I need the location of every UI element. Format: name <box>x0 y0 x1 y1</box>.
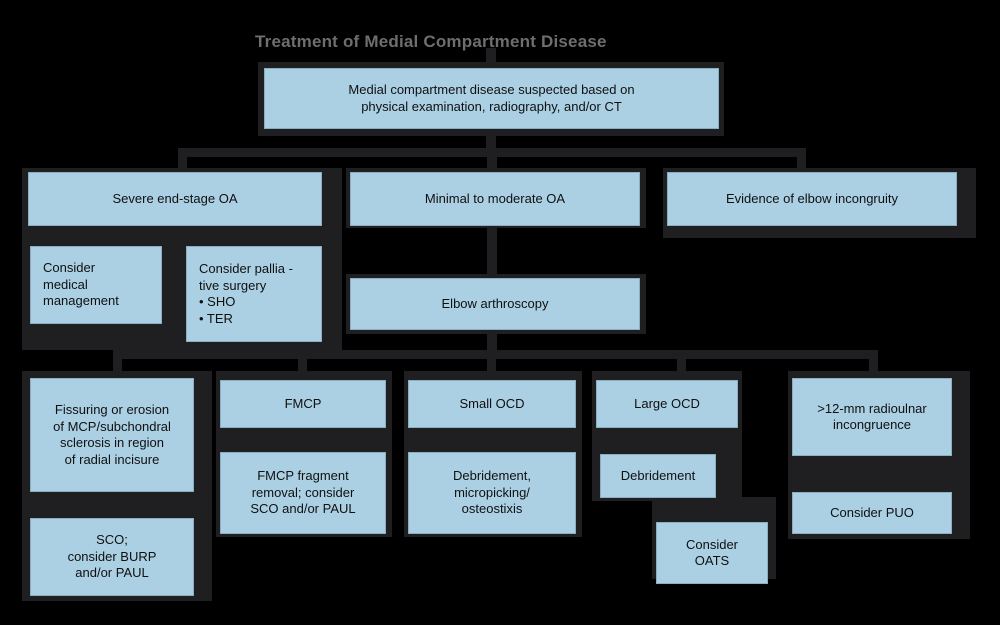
node-consider-palliative-surgery[interactable]: Consider pallia - tive surgery • SHO • T… <box>186 246 322 342</box>
node-fmcp-label: FMCP <box>284 395 322 411</box>
node-evidence-of-elbow-incongruity[interactable]: Evidence of elbow incongruity <box>667 172 957 226</box>
node-elbow-arthroscopy[interactable]: Elbow arthroscopy <box>350 278 640 330</box>
node-consider-palliative-surgery-label: Consider pallia - tive surgery • SHO • T… <box>199 261 293 326</box>
connector-to-elbow-incongruity <box>797 148 806 174</box>
node-consider-medical-management[interactable]: Consider medical management <box>30 246 162 324</box>
node-consider-medical-management-label: Consider medical management <box>43 260 119 309</box>
connector-to-minimal-moderate-oa <box>487 148 497 174</box>
node-consider-puo-label: Consider PUO <box>830 504 914 520</box>
node-debridement-label: Debridement <box>620 467 696 483</box>
node-sco-consider-burp-paul-label: SCO; consider BURP and/or PAUL <box>67 532 157 581</box>
connector-fissuring-to-sco <box>113 492 120 514</box>
node-debridement-micropicking-label: Debridement, micropicking/ osteostixis <box>452 468 532 517</box>
node-sco-consider-burp-paul[interactable]: SCO; consider BURP and/or PAUL <box>30 518 194 596</box>
node-large-ocd-label: Large OCD <box>634 395 700 411</box>
node-root[interactable]: Medial compartment disease suspected bas… <box>264 68 719 129</box>
connector-fmcp-to-removal <box>301 427 308 451</box>
node-elbow-arthroscopy-label: Elbow arthroscopy <box>441 295 549 311</box>
connector-to-fissuring <box>113 350 122 378</box>
connector-radioulnar-to-puo <box>869 457 876 493</box>
connector-root-drop <box>486 136 496 156</box>
connector-to-severe-oa <box>178 148 187 174</box>
node-evidence-of-elbow-incongruity-label: Evidence of elbow incongruity <box>726 190 898 206</box>
connector-smallocd-to-debridement <box>489 427 496 451</box>
node-minimal-to-moderate-oa-label: Minimal to moderate OA <box>424 190 566 206</box>
connector-title-to-root <box>486 48 496 66</box>
node-consider-oats-label: Consider OATS <box>685 536 739 569</box>
node-root-label: Medial compartment disease suspected bas… <box>348 82 635 114</box>
page-title-text: Treatment of Medial Compartment Disease <box>255 32 607 51</box>
node-fmcp[interactable]: FMCP <box>220 380 386 428</box>
node-radioulnar-incongruence[interactable]: >12-mm radioulnar incongruence <box>792 378 952 456</box>
node-severe-end-stage-oa[interactable]: Severe end-stage OA <box>28 172 322 226</box>
node-fissuring-or-erosion[interactable]: Fissuring or erosion of MCP/subchondral … <box>30 378 194 492</box>
connector-largeocd-to-debridement <box>679 427 686 451</box>
node-fissuring-or-erosion-label: Fissuring or erosion of MCP/subchondral … <box>53 402 171 467</box>
node-consider-oats[interactable]: Consider OATS <box>656 522 768 584</box>
node-debridement[interactable]: Debridement <box>600 454 716 498</box>
node-small-ocd-label: Small OCD <box>459 395 525 411</box>
node-large-ocd[interactable]: Large OCD <box>596 380 738 428</box>
connector-to-small-ocd <box>487 350 496 378</box>
connector-to-fmcp <box>298 350 307 378</box>
connector-minimal-to-arthroscopy <box>487 226 497 276</box>
connector-to-large-ocd <box>677 350 686 378</box>
node-consider-puo[interactable]: Consider PUO <box>792 492 952 534</box>
connector-severe-oa-drop <box>172 222 181 234</box>
node-minimal-to-moderate-oa[interactable]: Minimal to moderate OA <box>350 172 640 226</box>
node-radioulnar-incongruence-label: >12-mm radioulnar incongruence <box>817 400 927 433</box>
connector-arthroscopy-drop <box>487 332 497 356</box>
node-fmcp-fragment-removal-label: FMCP fragment removal; consider SCO and/… <box>250 468 356 517</box>
node-debridement-micropicking[interactable]: Debridement, micropicking/ osteostixis <box>408 452 576 534</box>
connector-debridement-to-oats <box>733 452 741 502</box>
page-title: Treatment of Medial Compartment Disease <box>255 32 755 52</box>
node-fmcp-fragment-removal[interactable]: FMCP fragment removal; consider SCO and/… <box>220 452 386 534</box>
node-severe-end-stage-oa-label: Severe end-stage OA <box>112 190 238 206</box>
node-small-ocd[interactable]: Small OCD <box>408 380 576 428</box>
connector-to-radioulnar <box>869 350 878 378</box>
